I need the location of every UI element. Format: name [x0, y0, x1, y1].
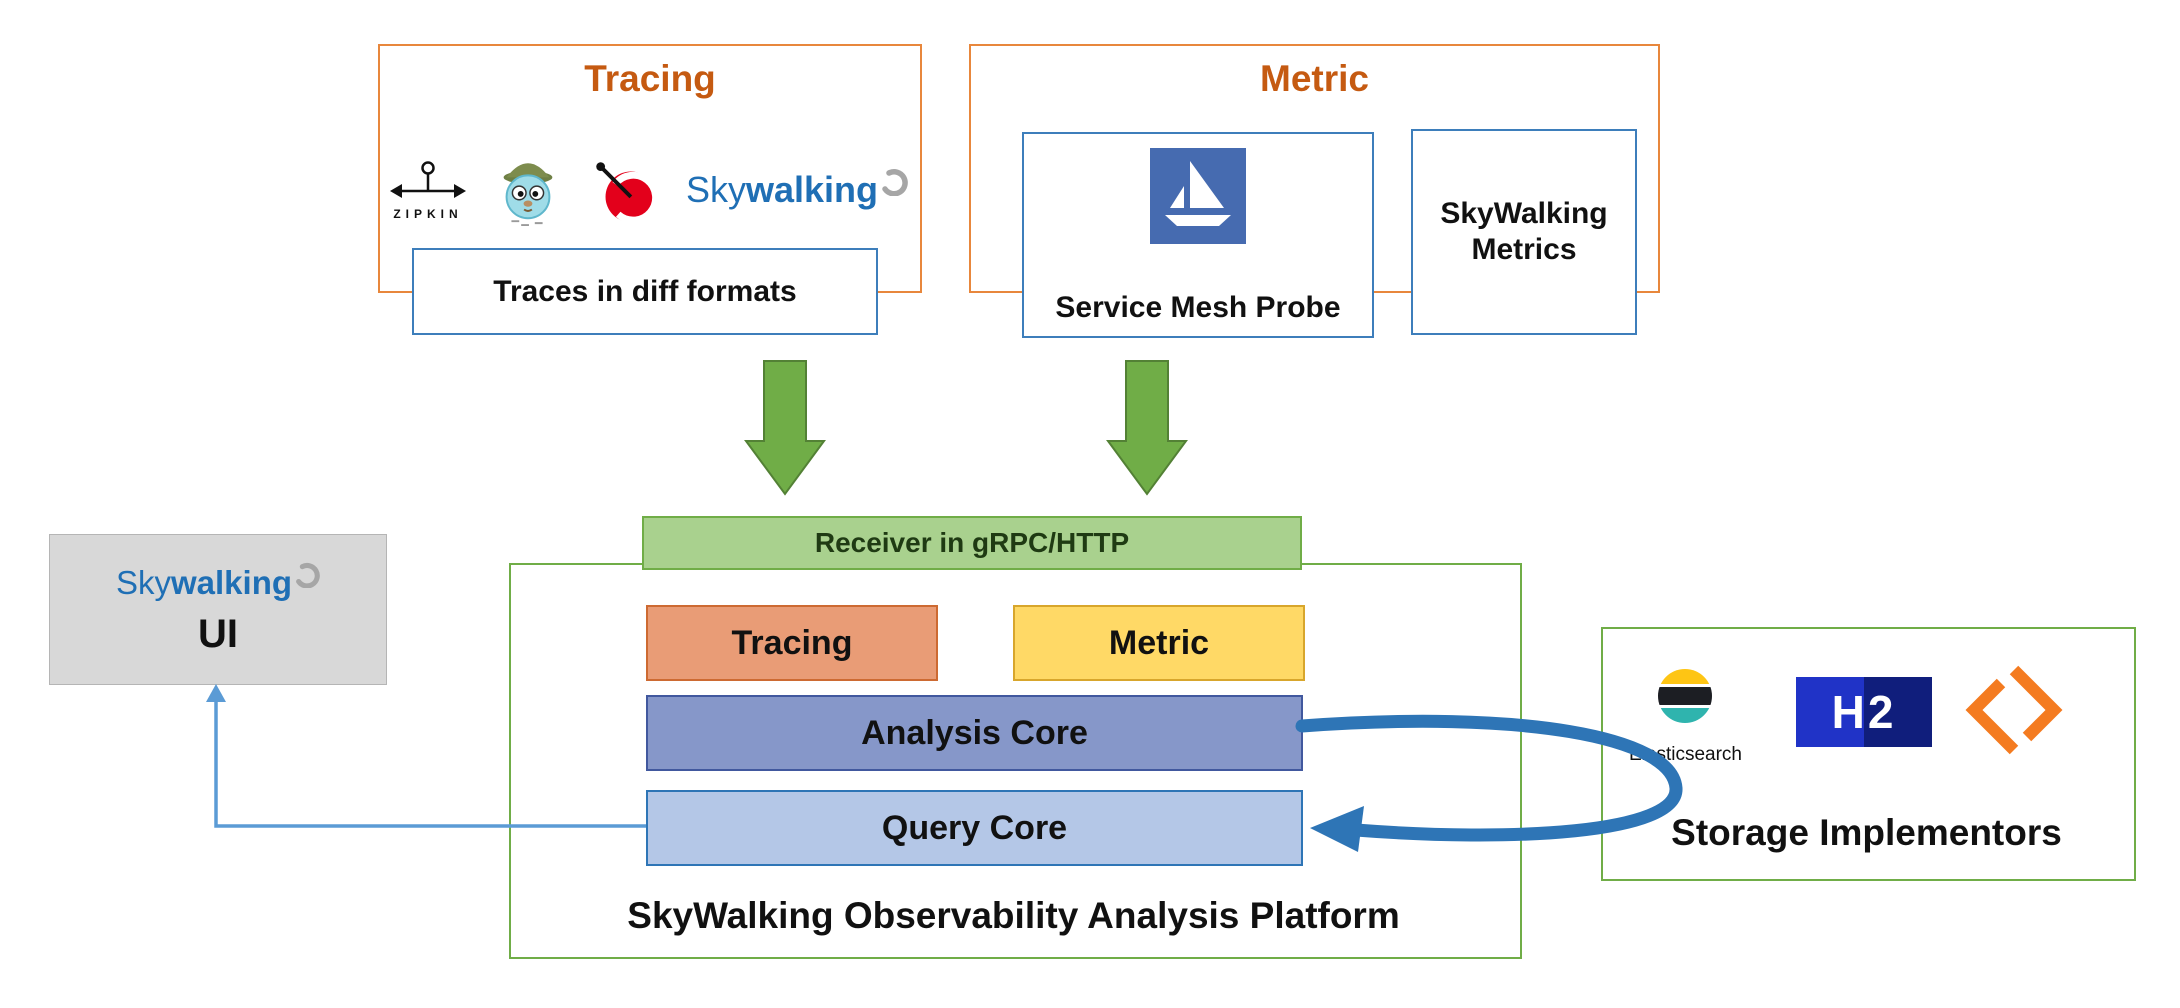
platform-tracing-label: Tracing	[731, 623, 853, 662]
istio-sail-icon	[1150, 148, 1246, 244]
skywalking-crescent-icon	[882, 169, 908, 196]
receiver-label: Receiver in gRPC/HTTP	[814, 527, 1130, 558]
platform-metric-chip: Metric	[1013, 605, 1305, 681]
platform-tracing-chip: Tracing	[646, 605, 938, 681]
apm-gauge-icon	[596, 162, 659, 224]
ui-logo-walking: walking	[170, 564, 293, 601]
ui-logo-sky: Sky	[115, 564, 171, 601]
zipkin-pin-glyph	[390, 161, 466, 198]
ui-skywalking-logo: Sky walking	[116, 562, 320, 604]
ui-crescent-icon	[296, 562, 320, 588]
tracing-group-title: Tracing	[584, 58, 716, 99]
query-to-ui-arrowhead	[206, 684, 226, 702]
query-core-chip: Query Core	[646, 790, 1303, 866]
jaeger-gopher-icon	[503, 163, 553, 227]
green-down-arrow-tracing	[744, 360, 826, 496]
storage-box	[1601, 627, 2136, 881]
service-mesh-probe-label: Service Mesh Probe	[1055, 291, 1341, 324]
elasticsearch-label: Elasticsearch	[1629, 744, 1742, 765]
zipkin-label: ZIPKIN	[393, 207, 463, 221]
zipkin-pin-icon: ZIPKIN	[388, 159, 468, 221]
query-core-label: Query Core	[881, 808, 1068, 847]
analysis-core-chip: Analysis Core	[646, 695, 1303, 771]
ui-label: UI	[198, 612, 238, 656]
green-down-arrow-metric	[1106, 360, 1188, 496]
skywalking-metrics-label: SkyWalking Metrics	[1440, 197, 1608, 266]
traces-diff-formats-label: Traces in diff formats	[493, 274, 797, 308]
skywalking-metrics-box: SkyWalking Metrics	[1411, 129, 1637, 335]
analysis-core-label: Analysis Core	[861, 713, 1088, 752]
receiver-bar: Receiver in gRPC/HTTP	[642, 516, 1302, 570]
metric-group-title: Metric	[1260, 58, 1369, 99]
skywalking-logo: Sky walking	[686, 168, 908, 212]
elasticsearch-icon	[1658, 669, 1712, 723]
platform-title: SkyWalking Observability Analysis Platfo…	[627, 895, 1400, 936]
platform-metric-label: Metric	[1108, 623, 1210, 662]
h2-database-icon: H2	[1796, 677, 1932, 747]
skywalking-logo-walking: walking	[745, 169, 878, 210]
traces-diff-formats-box: Traces in diff formats	[412, 248, 878, 335]
storage-title: Storage Implementors	[1671, 812, 2062, 853]
tracing-sources-row: ZIPKIN Sky walking	[388, 140, 908, 240]
skywalking-logo-sky: Sky	[685, 169, 746, 210]
service-mesh-probe-box: Service Mesh Probe	[1022, 132, 1374, 338]
shardingsphere-icon	[1965, 665, 2063, 755]
ui-panel: Sky walking UI	[49, 534, 387, 685]
h2-label: H2	[1831, 686, 1897, 738]
